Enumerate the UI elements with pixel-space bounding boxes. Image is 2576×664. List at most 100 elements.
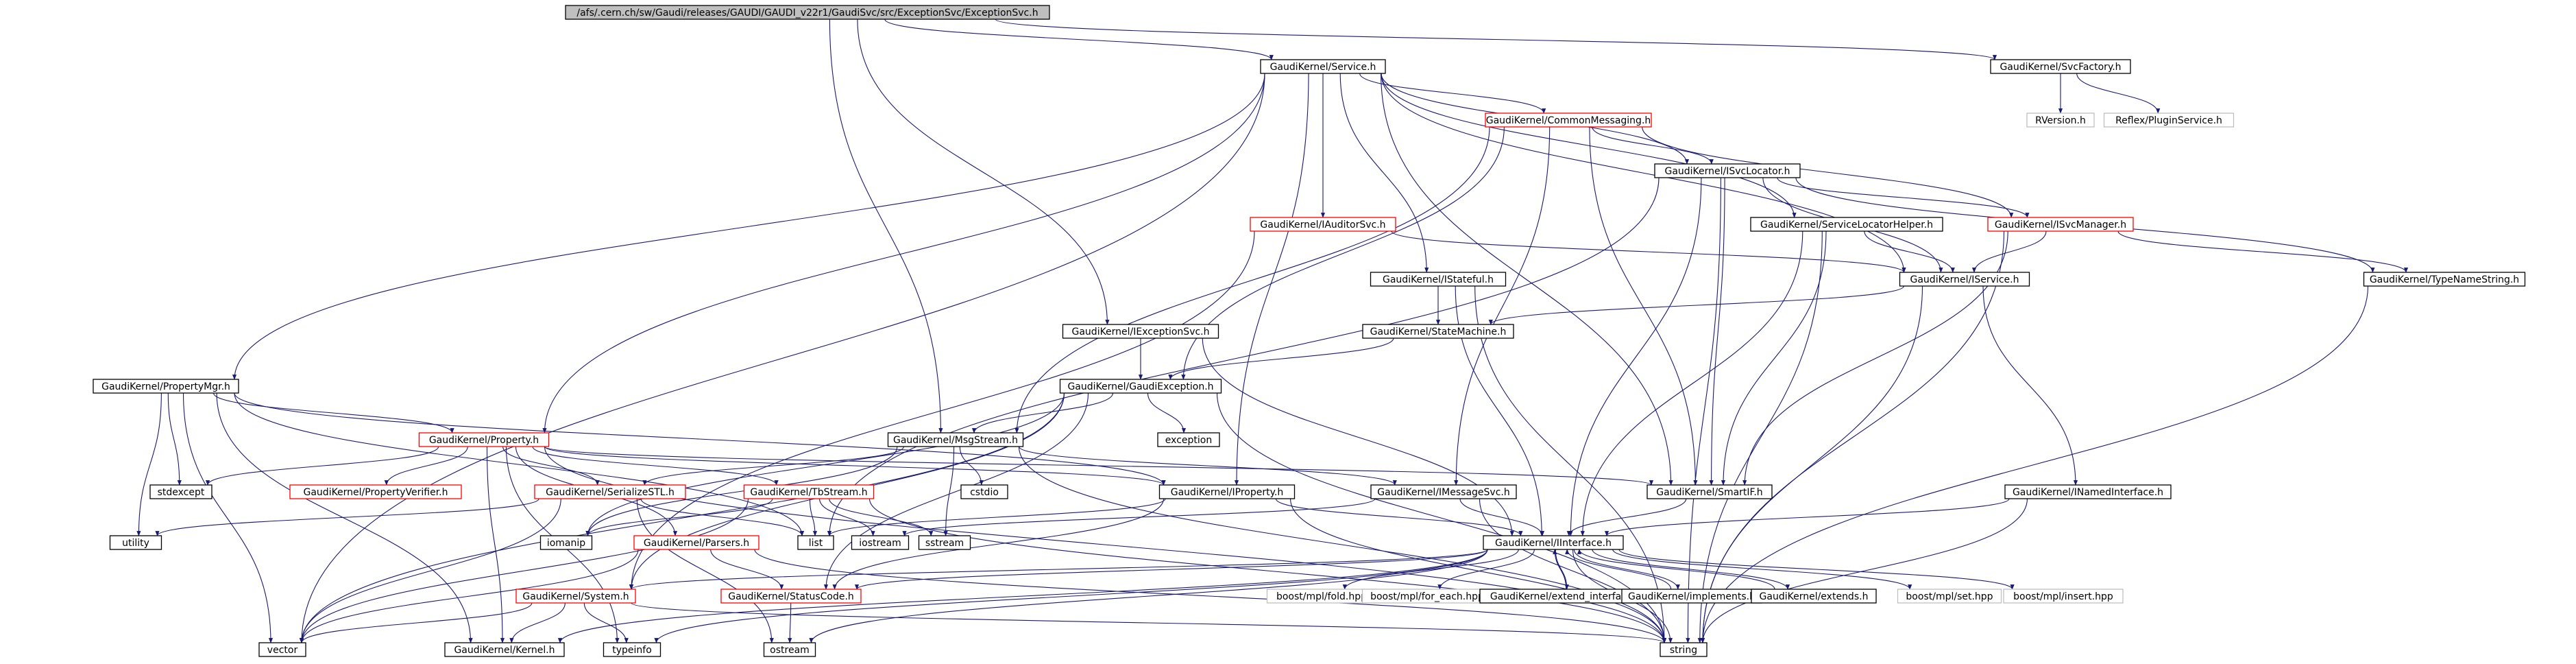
- node-iservice[interactable]: GaudiKernel/IService.h: [1899, 272, 2030, 287]
- node-box: [887, 432, 1024, 447]
- node-isvcmanager[interactable]: GaudiKernel/ISvcManager.h: [1987, 217, 2134, 232]
- node-foreach[interactable]: boost/mpl/for_each.hpp: [1361, 589, 1493, 604]
- edge-property-to-iproperty: [544, 446, 1166, 486]
- node-utility[interactable]: utility: [109, 535, 162, 550]
- node-iostream[interactable]: iostream: [851, 535, 910, 550]
- edge-propertymgr-to-vector: [182, 392, 274, 643]
- node-box: [743, 484, 875, 499]
- edge-isvcmanager-to-iservice: [1971, 230, 2047, 273]
- edge-iinterface-to-extendinterfaces: [1555, 549, 1569, 590]
- node-label: sstream: [925, 538, 964, 549]
- node-label: cstdio: [970, 487, 999, 498]
- edge-service-to-vector: [299, 73, 1265, 643]
- node-label: GaudiKernel/IAuditorSvc.h: [1260, 220, 1385, 230]
- node-mplinsert[interactable]: boost/mpl/insert.hpp: [2003, 589, 2124, 604]
- edge-service-to-iproperty: [1234, 73, 1309, 486]
- node-sstream[interactable]: sstream: [918, 535, 971, 550]
- node-label: GaudiKernel/ISvcLocator.h: [1664, 166, 1790, 177]
- node-box: [1362, 324, 1514, 339]
- node-root[interactable]: /afs/.cern.ch/sw/Gaudi/releases/GAUDI/GA…: [565, 5, 1050, 20]
- edge-isvcmanager-to-string: [1700, 230, 2005, 643]
- node-box: [1990, 59, 2131, 74]
- node-box: [603, 642, 661, 657]
- node-box: [2026, 112, 2095, 128]
- node-propertymgr[interactable]: GaudiKernel/PropertyMgr.h: [93, 379, 239, 394]
- node-statuscode[interactable]: GaudiKernel/StatusCode.h: [720, 589, 862, 604]
- node-imessagesvc[interactable]: GaudiKernel/IMessageSvc.h: [1370, 484, 1517, 499]
- node-propertyverifier[interactable]: GaudiKernel/PropertyVerifier.h: [289, 484, 462, 499]
- node-box: [1660, 642, 1708, 657]
- node-label: iomanip: [547, 538, 585, 549]
- node-label: iostream: [859, 538, 901, 549]
- node-label: GaudiKernel/IStateful.h: [1383, 274, 1494, 285]
- node-label: GaudiKernel/StateMachine.h: [1370, 327, 1507, 337]
- node-serializestl[interactable]: GaudiKernel/SerializeSTL.h: [534, 484, 686, 499]
- node-box: [565, 5, 1050, 20]
- node-string[interactable]: string: [1660, 642, 1708, 657]
- node-commonmessaging[interactable]: GaudiKernel/CommonMessaging.h: [1485, 112, 1652, 128]
- node-box: [258, 642, 306, 657]
- node-pluginservice[interactable]: Reflex/PluginService.h: [2103, 112, 2235, 128]
- node-extendinterfaces[interactable]: GaudiKernel/extend_interfaces.h: [1479, 589, 1657, 604]
- node-service[interactable]: GaudiKernel/Service.h: [1260, 59, 1386, 74]
- node-cstdio[interactable]: cstdio: [960, 484, 1008, 499]
- node-msgstream[interactable]: GaudiKernel/MsgStream.h: [887, 432, 1024, 447]
- node-isvclocator[interactable]: GaudiKernel/ISvcLocator.h: [1654, 163, 1801, 178]
- node-box: [289, 484, 462, 499]
- node-box: [444, 642, 565, 657]
- node-vector[interactable]: vector: [258, 642, 306, 657]
- edge-root-to-msgstream: [829, 19, 943, 434]
- node-box: [1647, 484, 1773, 499]
- node-box: [2103, 112, 2235, 128]
- node-tbstream[interactable]: GaudiKernel/TbStream.h: [743, 484, 875, 499]
- node-box: [1485, 112, 1652, 128]
- node-property[interactable]: GaudiKernel/Property.h: [418, 432, 550, 447]
- node-servicelocatorhelper[interactable]: GaudiKernel/ServiceLocatorHelper.h: [1750, 217, 1943, 232]
- node-smartif[interactable]: GaudiKernel/SmartIF.h: [1647, 484, 1773, 499]
- edge-propertymgr-to-property: [213, 392, 454, 434]
- edge-commonmessaging-to-msgstream: [1014, 126, 1490, 434]
- edge-serializestl-to-utility: [155, 498, 539, 536]
- edge-servicelocatorhelper-to-smartif: [1721, 230, 1827, 486]
- node-box: [633, 535, 760, 550]
- edge-implements-to-iinterface: [1565, 549, 1672, 590]
- node-svcfactory[interactable]: GaudiKernel/SvcFactory.h: [1990, 59, 2131, 74]
- node-typenamestring[interactable]: GaudiKernel/TypeNameString.h: [2363, 272, 2526, 287]
- node-inamedinterface[interactable]: GaudiKernel/INamedInterface.h: [2004, 484, 2172, 499]
- node-label: GaudiKernel/Property.h: [429, 435, 539, 446]
- node-label: GaudiKernel/SerializeSTL.h: [546, 487, 675, 498]
- node-kernel[interactable]: GaudiKernel/Kernel.h: [444, 642, 565, 657]
- node-ostream[interactable]: ostream: [763, 642, 816, 657]
- node-system[interactable]: GaudiKernel/System.h: [515, 589, 636, 604]
- node-istateful[interactable]: GaudiKernel/IStateful.h: [1370, 272, 1507, 287]
- node-iomanip[interactable]: iomanip: [539, 535, 593, 550]
- node-statemachine[interactable]: GaudiKernel/StateMachine.h: [1362, 324, 1514, 339]
- node-rversion[interactable]: RVersion.h: [2026, 112, 2095, 128]
- edge-statuscode-to-ostream: [788, 602, 792, 643]
- edge-msgstream-to-string: [1018, 446, 1667, 643]
- node-box: [534, 484, 686, 499]
- node-stdexcept[interactable]: stdexcept: [149, 484, 212, 499]
- node-implements[interactable]: GaudiKernel/implements.h: [1621, 589, 1762, 604]
- node-iexceptionsvc[interactable]: GaudiKernel/IExceptionSvc.h: [1062, 324, 1219, 339]
- edge-inamedinterface-to-string: [1700, 498, 2028, 643]
- node-iauditorsvc[interactable]: GaudiKernel/IAuditorSvc.h: [1250, 217, 1396, 232]
- node-exception[interactable]: exception: [1157, 432, 1220, 447]
- edge-iinterface-to-extends: [1592, 549, 1790, 590]
- edge-service-to-commonmessaging: [1359, 73, 1546, 114]
- edge-iproperty-to-string: [1289, 498, 1667, 643]
- node-extends[interactable]: GaudiKernel/extends.h: [1751, 589, 1877, 604]
- node-box: [1987, 217, 2134, 232]
- node-list[interactable]: list: [797, 535, 834, 550]
- node-gaudiexception[interactable]: GaudiKernel/GaudiException.h: [1059, 379, 1222, 394]
- node-typeinfo[interactable]: typeinfo: [603, 642, 661, 657]
- node-iproperty[interactable]: GaudiKernel/IProperty.h: [1158, 484, 1296, 499]
- edge-statemachine-to-gaudiexception: [1168, 337, 1394, 380]
- node-fold[interactable]: boost/mpl/fold.hpp: [1266, 589, 1377, 604]
- node-iinterface[interactable]: GaudiKernel/IInterface.h: [1483, 535, 1624, 550]
- edge-msgstream-to-iomanip: [585, 446, 898, 536]
- edge-property-to-propertyverifier: [384, 446, 468, 486]
- node-parsers[interactable]: GaudiKernel/Parsers.h: [633, 535, 760, 550]
- node-mplset[interactable]: boost/mpl/set.hpp: [1897, 589, 2002, 604]
- node-label: stdexcept: [158, 487, 205, 498]
